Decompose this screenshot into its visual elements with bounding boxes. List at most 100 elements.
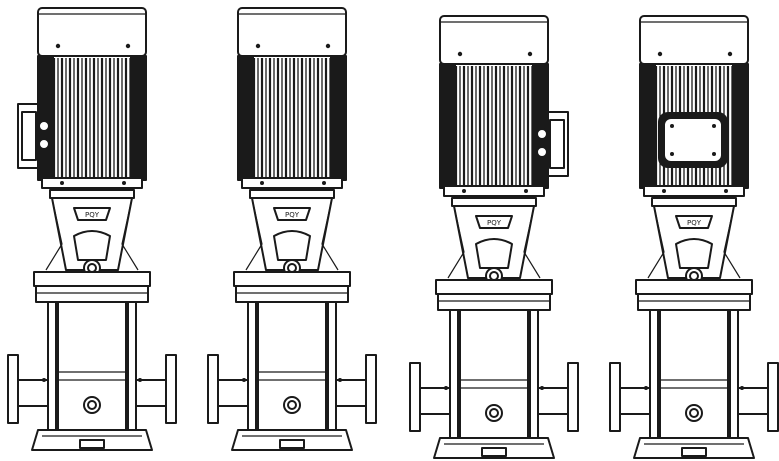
bracket-rib bbox=[321, 197, 339, 271]
inlet-flange bbox=[7, 354, 19, 424]
flange-bolt bbox=[740, 386, 744, 390]
terminal-box-cover bbox=[663, 117, 723, 163]
outlet-flange bbox=[567, 362, 579, 432]
pump-logo-text: PQY bbox=[487, 219, 502, 227]
motor-body-shadow bbox=[732, 64, 748, 188]
motor-body-shadow bbox=[38, 56, 54, 180]
fan-cover-bolt bbox=[125, 43, 131, 49]
base-foot-block bbox=[79, 439, 105, 449]
coupling-guard bbox=[675, 238, 713, 269]
motor-flange bbox=[443, 185, 545, 197]
terminal-cover-screw bbox=[712, 152, 716, 156]
bracket-rib bbox=[447, 205, 465, 279]
motor-flange-bolt bbox=[662, 189, 666, 193]
motor-body bbox=[237, 55, 347, 181]
flange-bolt bbox=[42, 378, 46, 382]
drain-plug-center bbox=[689, 408, 699, 418]
pump-head-flange bbox=[35, 285, 149, 303]
motor-flange bbox=[241, 177, 343, 189]
terminal-box bbox=[549, 119, 565, 169]
flange-bolt bbox=[540, 386, 544, 390]
pump-logo-text: PQY bbox=[285, 211, 300, 219]
fan-cover-bolt bbox=[325, 43, 331, 49]
motor-body-shadow bbox=[330, 56, 346, 180]
tie-rod bbox=[729, 309, 739, 439]
motor-flange-bolt bbox=[462, 189, 466, 193]
terminal-cover-screw bbox=[712, 124, 716, 128]
flange-bolt bbox=[444, 386, 448, 390]
bracket-rib bbox=[121, 197, 139, 271]
fan-cover-bolt bbox=[527, 51, 533, 57]
pump-view-4: PQY bbox=[609, 15, 779, 459]
tie-rod bbox=[649, 309, 659, 439]
drain-plug-center bbox=[489, 408, 499, 418]
motor-flange-bolt bbox=[322, 181, 326, 185]
outlet-pipe bbox=[537, 387, 569, 415]
cable-gland bbox=[38, 120, 50, 132]
base-foot-block bbox=[279, 439, 305, 449]
pump-head bbox=[33, 271, 151, 287]
inlet-flange bbox=[409, 362, 421, 432]
cable-gland bbox=[536, 146, 548, 158]
coupling-shaft-center bbox=[489, 271, 499, 281]
lantern-top-plate bbox=[249, 189, 335, 199]
pump-head bbox=[635, 279, 753, 295]
coupling-guard bbox=[73, 230, 111, 261]
coupling-shaft-center bbox=[689, 271, 699, 281]
motor-flange-bolt bbox=[60, 181, 64, 185]
inlet-flange bbox=[207, 354, 219, 424]
coupling-guard bbox=[273, 230, 311, 261]
motor-body-shadow bbox=[532, 64, 548, 188]
coupling-shaft-center bbox=[87, 263, 97, 273]
motor-fan-cover bbox=[237, 7, 347, 57]
motor-fan-cover bbox=[439, 15, 549, 65]
coupling-shaft-center bbox=[287, 263, 297, 273]
terminal-cover-screw bbox=[670, 124, 674, 128]
inlet-flange bbox=[609, 362, 621, 432]
inlet-pipe bbox=[619, 387, 651, 415]
pump-logo-text: PQY bbox=[85, 211, 100, 219]
flange-bolt bbox=[242, 378, 246, 382]
outlet-flange bbox=[767, 362, 779, 432]
outlet-pipe bbox=[135, 379, 167, 407]
motor-body-shadow bbox=[440, 64, 456, 188]
outlet-pipe bbox=[335, 379, 367, 407]
pump-head bbox=[233, 271, 351, 287]
tie-rod bbox=[449, 309, 459, 439]
motor-flange-bolt bbox=[260, 181, 264, 185]
pump-view-2: PQY bbox=[207, 7, 377, 451]
motor-flange-bolt bbox=[724, 189, 728, 193]
logo-plate bbox=[73, 207, 111, 221]
motor-body-shadow bbox=[238, 56, 254, 180]
outlet-pipe bbox=[737, 387, 769, 415]
tie-rod bbox=[529, 309, 539, 439]
tie-rod bbox=[327, 301, 337, 431]
motor-fan-cover bbox=[37, 7, 147, 57]
tie-rod bbox=[247, 301, 257, 431]
motor-flange-bolt bbox=[524, 189, 528, 193]
bracket-rib bbox=[523, 205, 541, 279]
terminal-cover-screw bbox=[670, 152, 674, 156]
cable-gland bbox=[536, 128, 548, 140]
terminal-box bbox=[21, 111, 37, 161]
inlet-pipe bbox=[17, 379, 49, 407]
pump-head bbox=[435, 279, 553, 295]
outlet-flange bbox=[365, 354, 377, 424]
pump-head-flange bbox=[637, 293, 751, 311]
fan-cover-bolt bbox=[55, 43, 61, 49]
fan-cover-bolt bbox=[727, 51, 733, 57]
pump-view-1: PQY bbox=[7, 7, 177, 451]
inlet-pipe bbox=[419, 387, 451, 415]
bracket-rib bbox=[245, 197, 263, 271]
drain-plug-center bbox=[287, 400, 297, 410]
flange-bolt bbox=[338, 378, 342, 382]
tie-rod bbox=[127, 301, 137, 431]
base-foot-block bbox=[681, 447, 707, 457]
inlet-pipe bbox=[217, 379, 249, 407]
flange-bolt bbox=[644, 386, 648, 390]
motor-body bbox=[439, 63, 549, 189]
motor-flange bbox=[41, 177, 143, 189]
tie-rod bbox=[47, 301, 57, 431]
lantern-top-plate bbox=[451, 197, 537, 207]
